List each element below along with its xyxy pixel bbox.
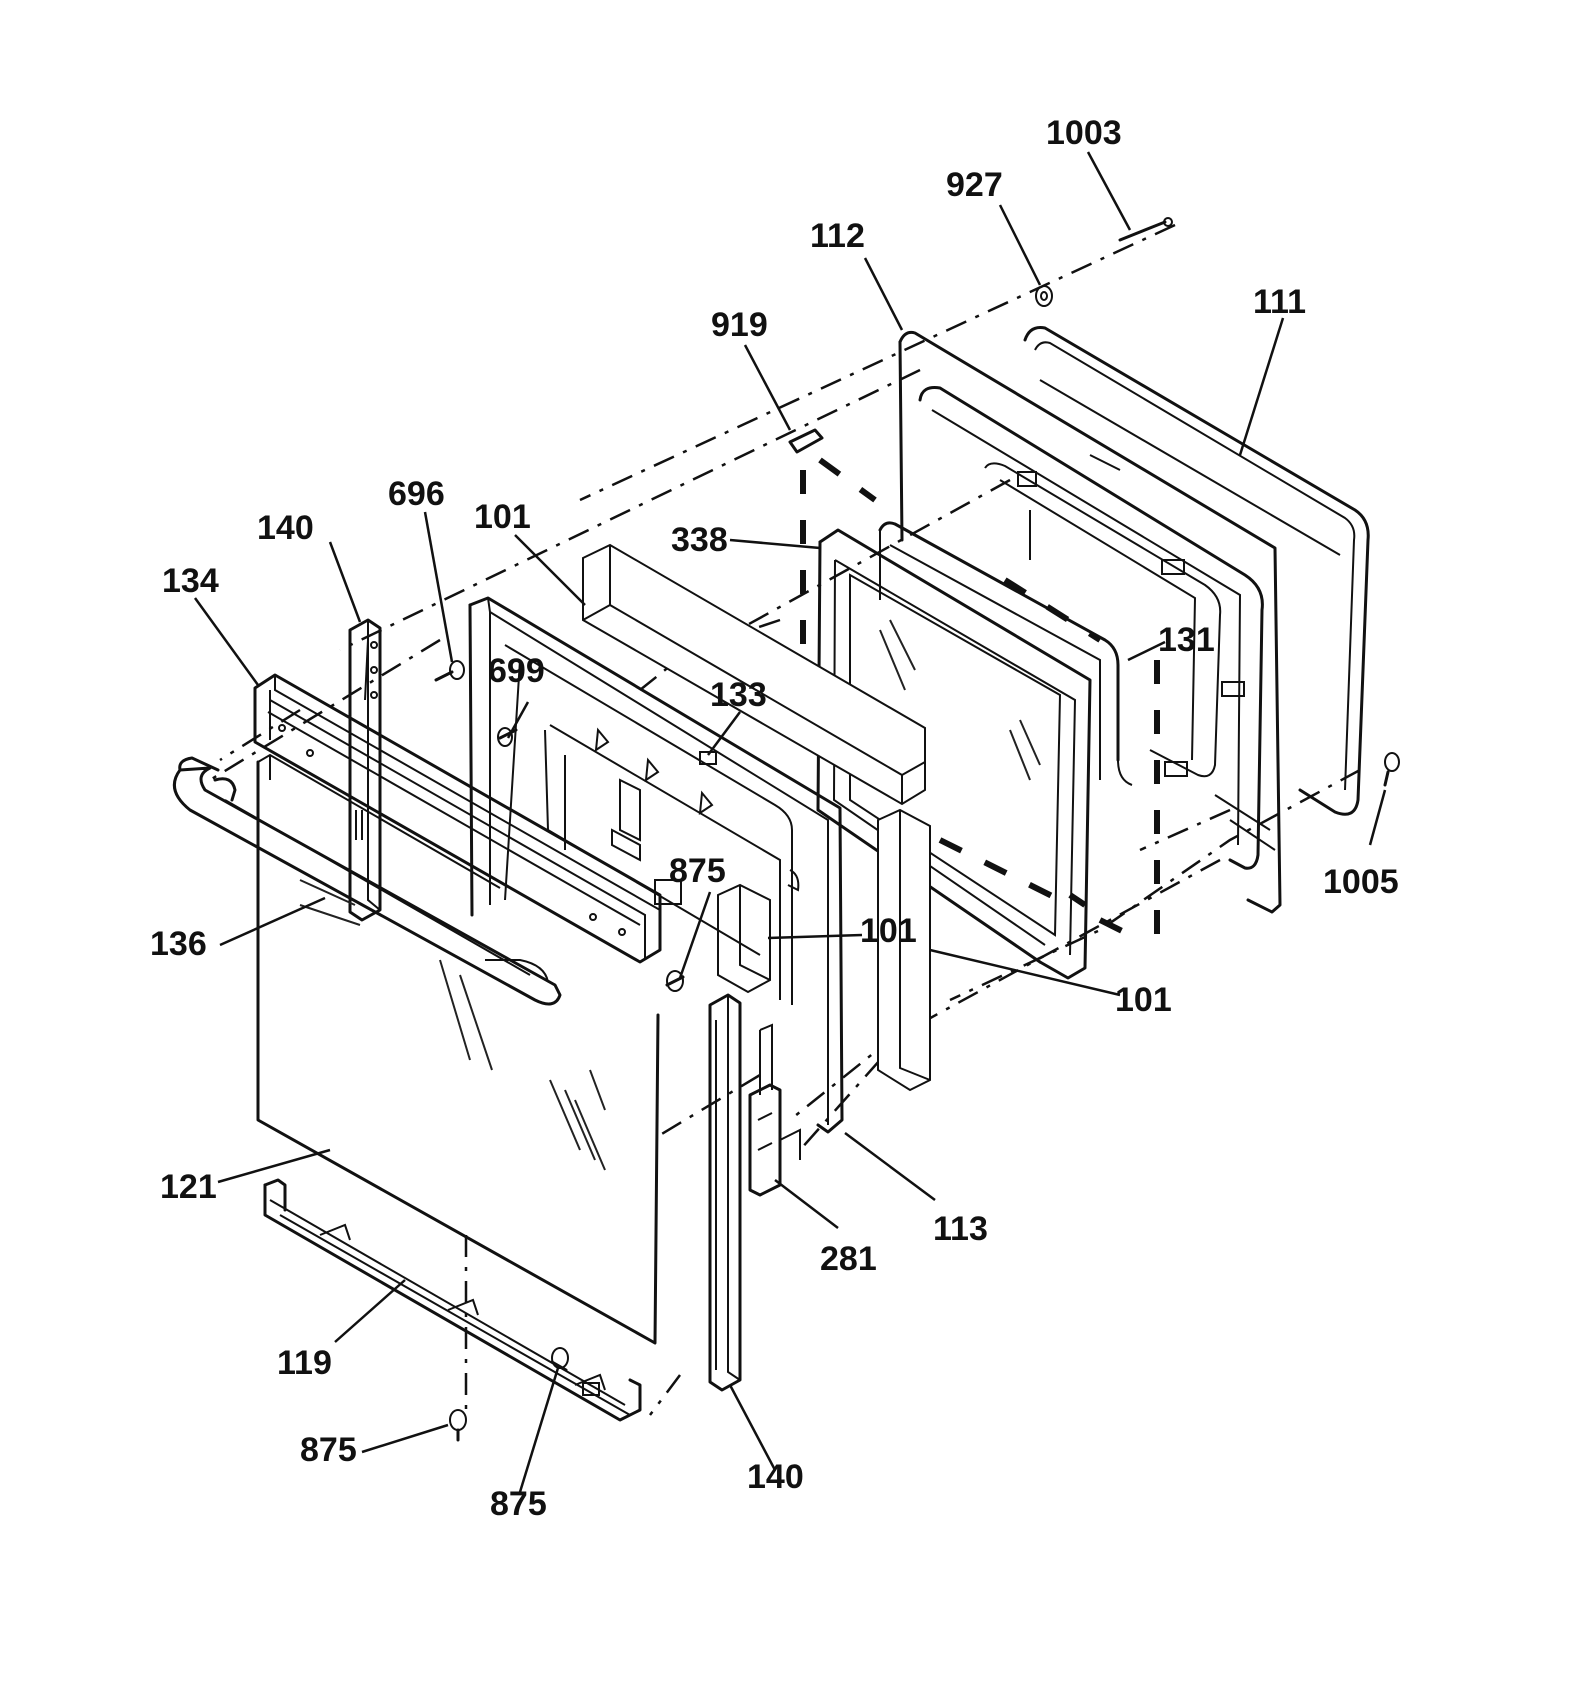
callout-338: 338 — [671, 521, 728, 559]
callout-101-top: 101 — [474, 498, 531, 536]
part-101-insulation — [582, 543, 931, 1092]
callout-875-upper: 875 — [669, 852, 726, 890]
leader-lines — [193, 151, 1387, 1493]
callout-133: 133 — [710, 676, 767, 714]
callout-696: 696 — [388, 475, 445, 513]
part-134-top-trim — [253, 673, 682, 964]
part-111-door-gasket-frame — [1023, 326, 1370, 816]
callout-1005: 1005 — [1323, 863, 1399, 901]
callout-281: 281 — [820, 1240, 877, 1278]
part-136-door-handle — [172, 756, 562, 1006]
stud-919 — [788, 428, 824, 454]
screw-1005 — [1384, 752, 1400, 772]
callout-112: 112 — [810, 217, 865, 255]
hardware — [434, 217, 1400, 1442]
callout-1003: 1003 — [1046, 114, 1122, 152]
screw-1003 — [1118, 220, 1167, 242]
part-131-window-glass — [878, 521, 1133, 786]
callout-113: 113 — [933, 1210, 988, 1248]
callout-131: 131 — [1158, 621, 1215, 659]
callout-119: 119 — [277, 1344, 332, 1382]
callout-labels: 1003 927 112 111 919 696 140 101 338 134… — [150, 114, 1399, 1523]
callout-875-lower-right: 875 — [490, 1485, 547, 1523]
screw-875-upper — [665, 975, 685, 987]
callout-134: 134 — [162, 562, 219, 600]
screw-1003-head — [1163, 217, 1173, 227]
callout-927: 927 — [946, 166, 1003, 204]
part-112-inner-door-panel — [898, 330, 1282, 914]
callout-140-top: 140 — [257, 509, 314, 547]
part-338-inner-glass — [816, 528, 1092, 980]
callout-699: 699 — [488, 652, 545, 690]
part-281-door-hinge — [748, 1023, 801, 1197]
callout-101-middle: 101 — [860, 912, 917, 950]
screw-699 — [498, 728, 518, 740]
callout-875-lower-left: 875 — [300, 1431, 357, 1469]
part-121-outer-door-glass — [256, 753, 660, 1345]
washer-927 — [1035, 285, 1053, 307]
part-113-door-liner — [468, 596, 844, 1134]
part-140-right-channel — [708, 993, 742, 1392]
callout-121: 121 — [160, 1168, 217, 1206]
callout-140-bottom: 140 — [747, 1458, 804, 1496]
screw-875-lower-left — [449, 1409, 467, 1431]
callout-101-lower: 101 — [1115, 981, 1172, 1019]
part-140-left-channel — [348, 618, 382, 922]
callout-919: 919 — [711, 306, 768, 344]
callout-111: 111 — [1253, 283, 1306, 321]
screw-696 — [434, 670, 454, 682]
part-119-bottom-trim — [263, 1178, 642, 1422]
callout-136: 136 — [150, 925, 207, 963]
